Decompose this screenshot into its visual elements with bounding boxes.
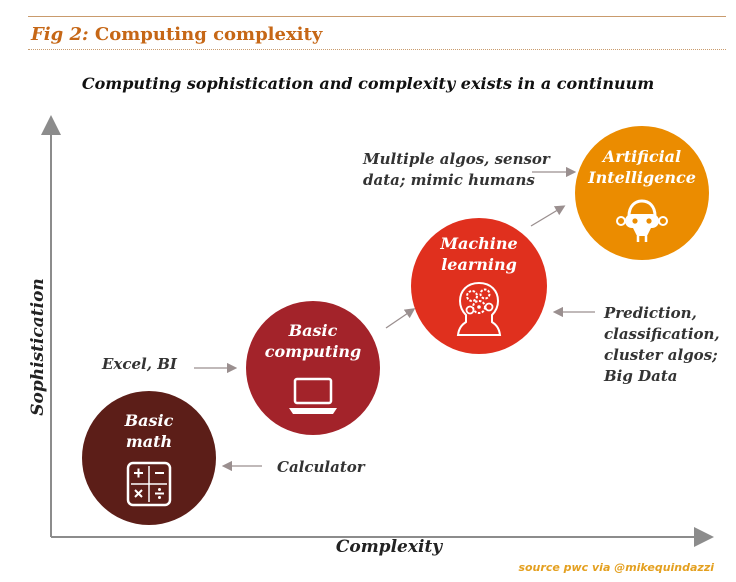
stage-basic-math-line1: Basic	[124, 411, 174, 430]
source-credit: source pwc via @mikequindazzi	[518, 561, 714, 574]
robot-head-icon	[616, 199, 668, 242]
stage-basic-math-label: Basic math	[82, 410, 216, 452]
brain-gears-head-icon	[456, 281, 502, 336]
stage-artificial-intelligence-label: Artificial Intelligence	[575, 146, 709, 188]
note-excel-bi: Excel, BI	[102, 355, 177, 373]
note-ml-line-4: Big Data	[604, 367, 678, 385]
note-ml-line-1: Prediction,	[604, 304, 697, 322]
stage-basic-math: Basic math	[82, 391, 216, 525]
y-axis-label: Sophistication	[28, 278, 48, 416]
stage-artificial-intelligence: Artificial Intelligence	[575, 126, 709, 260]
stage-basic-computing-line1: Basic	[288, 321, 338, 340]
note-ml-line-3: cluster algos;	[604, 346, 718, 364]
figure-number: Fig 2:	[31, 24, 89, 45]
stage-ai-line1: Artificial	[602, 147, 682, 166]
dotted-rule	[28, 49, 726, 50]
step-arrow-computing-to-ml	[385, 308, 416, 329]
figure-title: Fig 2: Computing complexity	[31, 24, 322, 45]
top-rule	[28, 16, 726, 17]
note-artificial-intelligence: Multiple algos, sensor data; mimic human…	[363, 149, 550, 191]
x-axis-label: Complexity	[335, 537, 443, 557]
laptop-icon	[289, 377, 337, 414]
stage-machine-learning-line1: Machine	[440, 234, 518, 253]
note-ai-line-2: data; mimic humans	[363, 171, 535, 189]
stage-machine-learning: Machine learning	[411, 218, 547, 354]
note-machine-learning: Prediction, classification, cluster algo…	[604, 303, 720, 387]
stage-basic-computing: Basic computing	[246, 301, 380, 435]
calculator-icon	[126, 461, 172, 507]
stage-ai-line2: Intelligence	[588, 168, 696, 187]
headline: Computing sophistication and complexity …	[81, 74, 655, 93]
stage-machine-learning-label: Machine learning	[411, 233, 547, 275]
stage-basic-computing-line2: computing	[264, 342, 362, 361]
stage-basic-math-line2: math	[125, 432, 173, 451]
stage-basic-computing-label: Basic computing	[246, 320, 380, 362]
note-ml-line-2: classification,	[604, 325, 720, 343]
note-ai-line-1: Multiple algos, sensor	[363, 150, 550, 168]
note-calculator: Calculator	[277, 458, 365, 476]
stage-machine-learning-line2: learning	[441, 255, 517, 274]
figure-title-text: Computing complexity	[94, 24, 323, 45]
step-arrow-ml-to-ai	[530, 205, 566, 227]
